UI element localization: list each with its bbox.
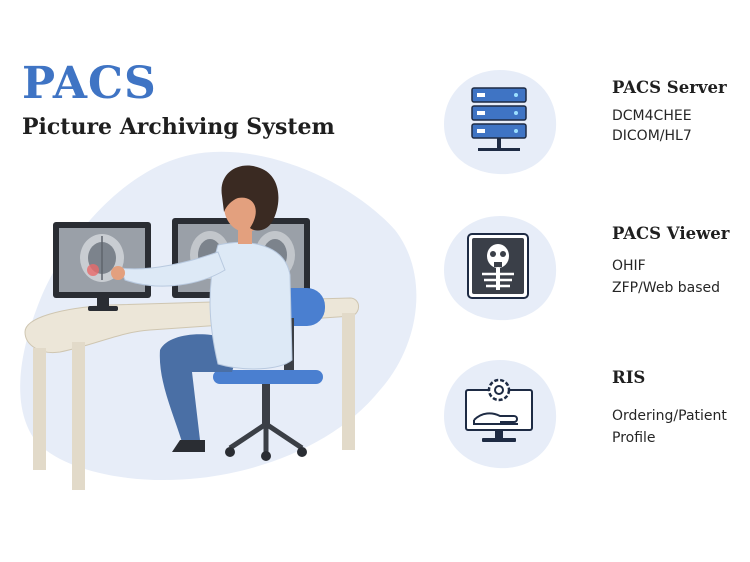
feature-title: PACS Server bbox=[612, 78, 727, 97]
feature-detail: ZFP/Web based bbox=[612, 280, 721, 296]
radiologist-person bbox=[111, 165, 293, 452]
feature-detail: DCM4CHEE bbox=[612, 108, 692, 124]
page-title: PACS bbox=[22, 58, 157, 109]
feature-title: RIS bbox=[612, 368, 646, 387]
feature-pacs-viewer: PACS Viewer OHIF ZFP/Web based bbox=[440, 212, 750, 322]
feature-detail: Profile bbox=[612, 430, 656, 446]
feature-ris: RIS Ordering/Patient Profile bbox=[440, 356, 750, 469]
radiologist-illustration bbox=[20, 151, 417, 490]
feature-detail: DICOM/HL7 bbox=[612, 128, 692, 144]
feature-pacs-server: PACS Server DCM4CHEE DICOM/HL7 bbox=[440, 66, 750, 176]
feature-detail: OHIF bbox=[612, 258, 646, 274]
monitor-gear-hand-icon bbox=[465, 378, 533, 442]
feature-title: PACS Viewer bbox=[612, 224, 730, 243]
xray-skeleton-icon bbox=[467, 233, 529, 299]
server-stack-icon bbox=[471, 87, 527, 151]
desk-leg-left bbox=[33, 348, 46, 470]
desk-leg-right bbox=[342, 313, 355, 450]
desk-leg-mid bbox=[72, 342, 85, 490]
feature-detail: Ordering/Patient bbox=[612, 408, 727, 424]
monitor-left bbox=[53, 222, 151, 311]
page-subtitle: Picture Archiving System bbox=[22, 114, 335, 140]
